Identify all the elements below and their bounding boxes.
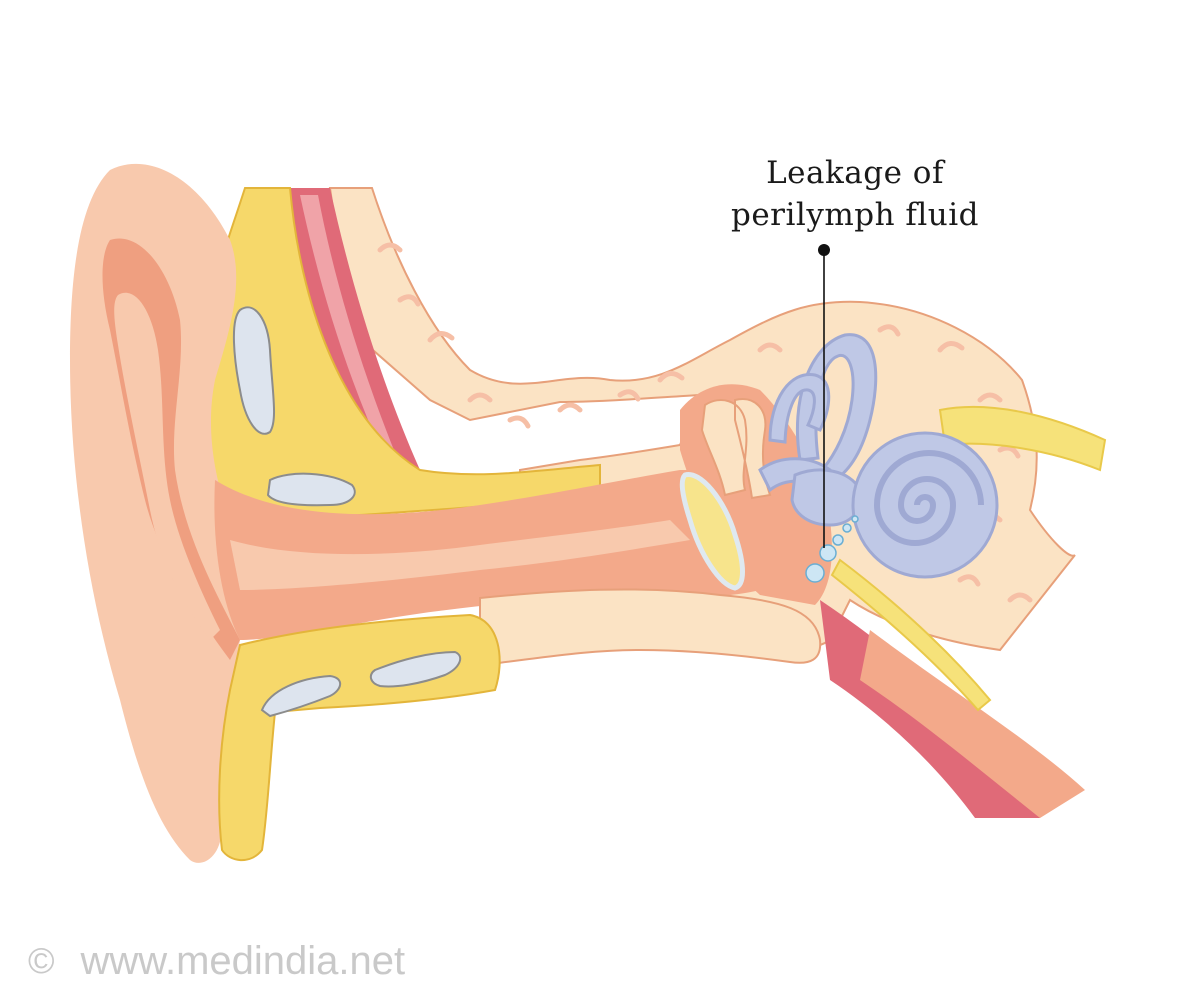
bone-lower [479, 588, 822, 667]
cochlea [851, 431, 999, 579]
watermark: © www.medindia.net [28, 936, 405, 986]
callout-pointer-dot [818, 244, 830, 256]
perilymph-droplets [805, 515, 859, 583]
cavity-upper-1 [232, 306, 276, 435]
callout-line-1: Leakage of [766, 155, 944, 191]
eardrum [679, 472, 745, 591]
nerve-branch [830, 558, 992, 712]
eustachian-tube [860, 630, 1085, 818]
copyright-icon: © [28, 940, 55, 981]
vestibule [790, 468, 863, 527]
fat-layer-lower [218, 613, 501, 862]
cavity-upper-2 [266, 472, 356, 507]
callout-label: Leakage of perilymph fluid [700, 152, 1010, 236]
ear-canal-highlight [230, 520, 690, 590]
pinna-inner [114, 292, 220, 640]
muscle-upper-highlight [300, 195, 400, 465]
callout-line-2: perilymph fluid [730, 197, 980, 233]
cavity-lower-1 [260, 674, 342, 718]
cavity-lower-2 [369, 650, 462, 688]
watermark-site: www.medindia.net [80, 938, 406, 983]
auditory-nerve [938, 405, 1107, 472]
